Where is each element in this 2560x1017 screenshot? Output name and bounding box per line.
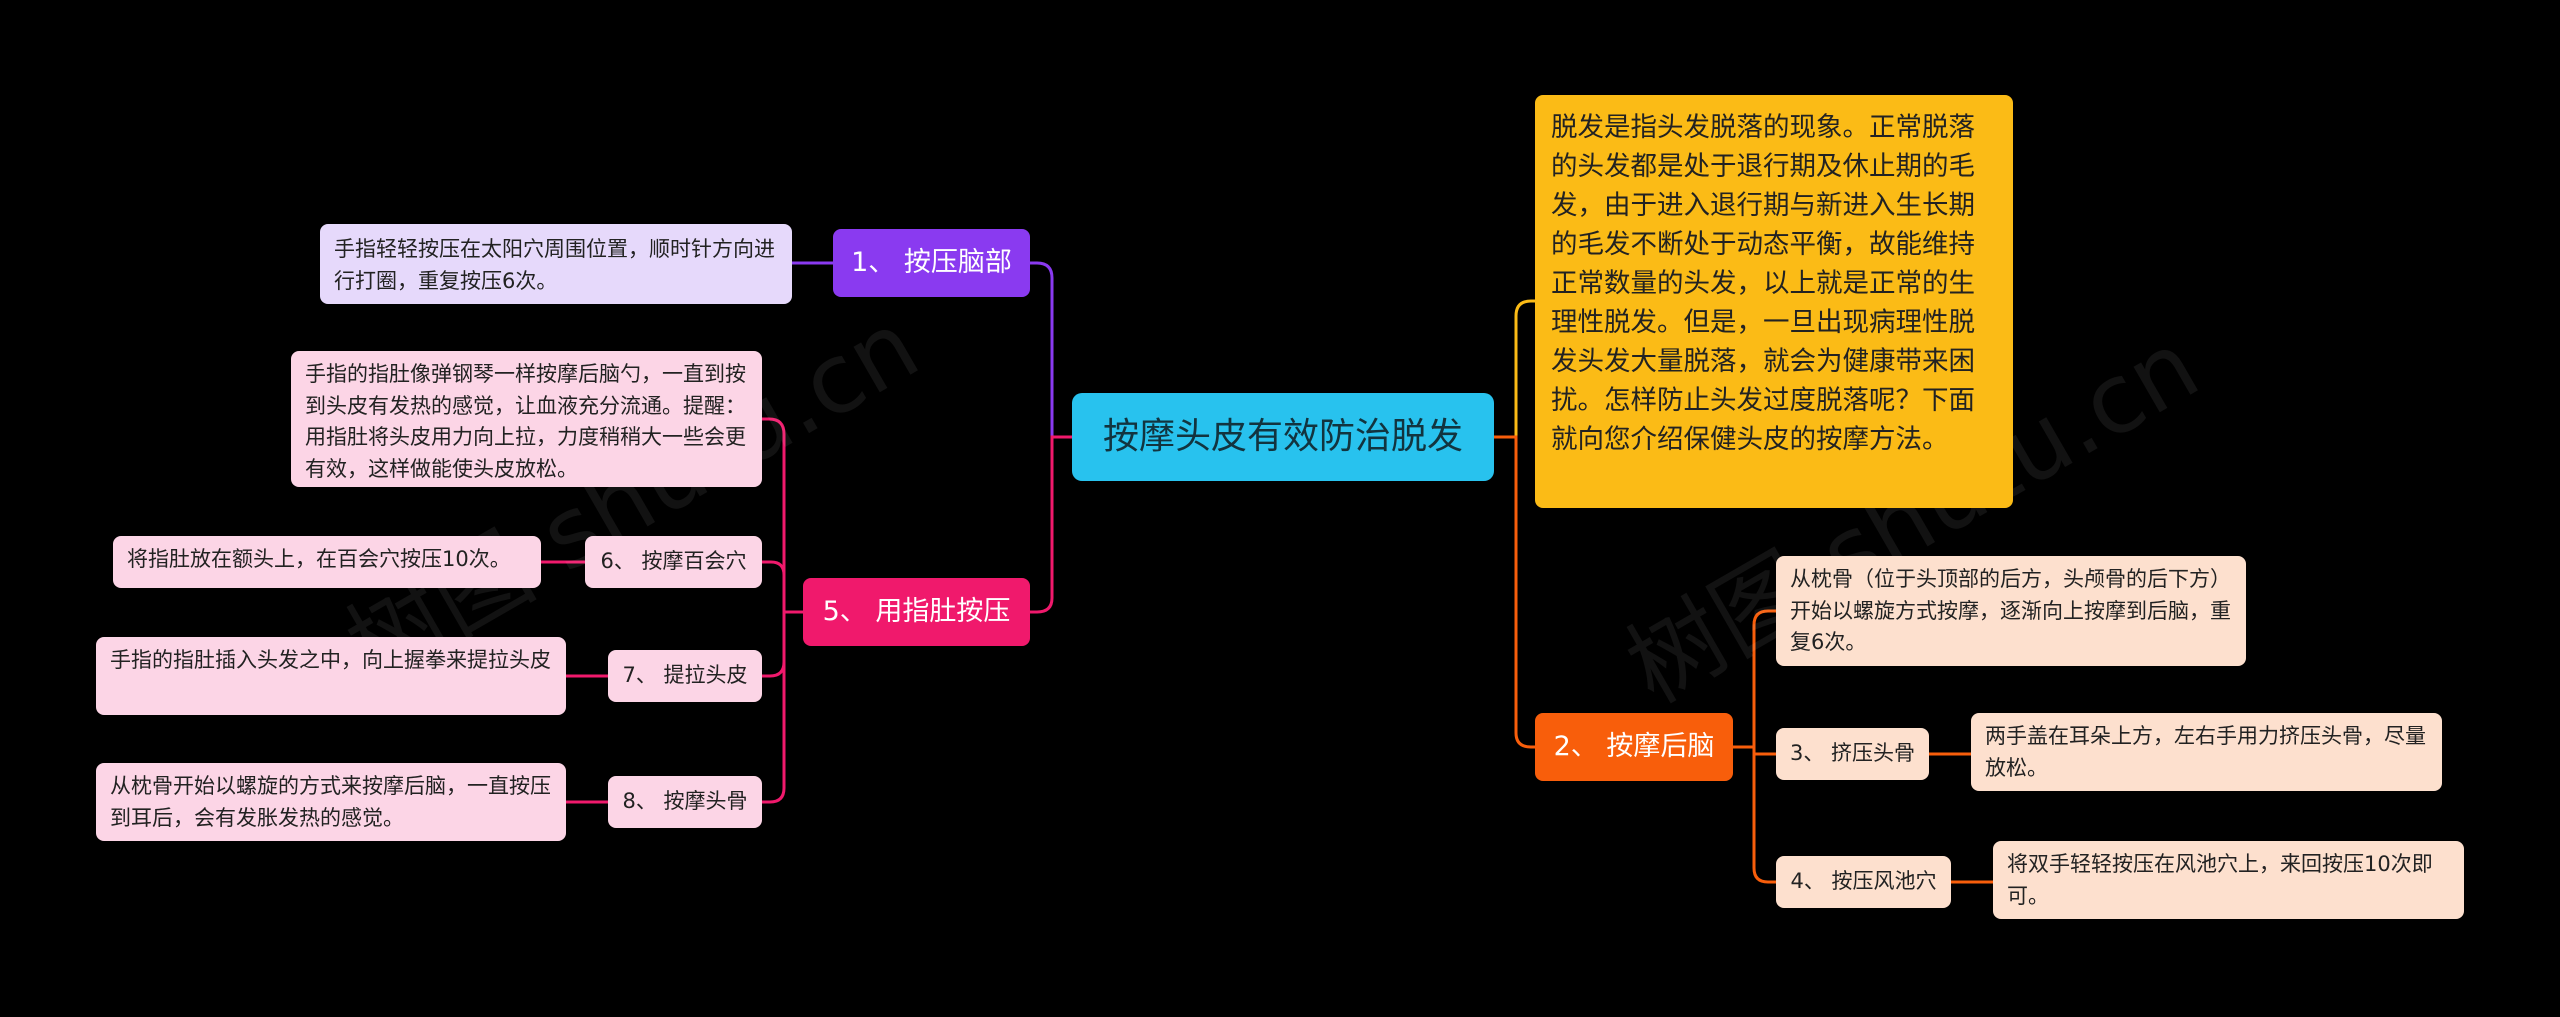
- sub-lift-scalp-detail[interactable]: 手指的指肚插入头发之中，向上握拳来提拉头皮: [96, 637, 566, 715]
- link-branch5-item7: [762, 612, 786, 678]
- link-branch2-item4: [1752, 747, 1776, 884]
- sub-massage-skull[interactable]: 8、 按摩头骨: [608, 776, 762, 828]
- sub-squeeze-skull-detail[interactable]: 两手盖在耳朵上方，左右手用力挤压头骨，尽量放松。: [1971, 713, 2442, 791]
- branch-fingertip-press-detail[interactable]: 手指的指肚像弹钢琴一样按摩后脑勺，一直到按到头皮有发热的感觉，让血液充分流通。提…: [291, 351, 762, 487]
- branch-fingertip-press[interactable]: 5、 用指肚按压: [803, 578, 1030, 646]
- intro-text-box[interactable]: 脱发是指头发脱落的现象。正常脱落的头发都是处于退行期及休止期的毛发，由于进入退行…: [1535, 95, 2013, 508]
- sub-fengchi-point[interactable]: 4、 按压风池穴: [1776, 856, 1951, 908]
- branch-massage-back-head-detail[interactable]: 从枕骨（位于头顶部的后方，头颅骨的后下方）开始以螺旋方式按摩，逐渐向上按摩到后脑…: [1776, 556, 2246, 666]
- branch-press-head[interactable]: 1、 按压脑部: [833, 229, 1030, 297]
- link-center-branch1: [1030, 261, 1072, 439]
- sub-baihui-point-detail[interactable]: 将指肚放在额头上，在百会穴按压10次。: [113, 536, 541, 588]
- sub-lift-scalp[interactable]: 7、 提拉头皮: [608, 650, 762, 702]
- link-center-branch2: [1494, 435, 1535, 749]
- link-center-intro: [1494, 299, 1535, 439]
- link-branch5-item8: [762, 612, 786, 804]
- sub-squeeze-skull[interactable]: 3、 挤压头骨: [1776, 728, 1929, 780]
- sub-fengchi-point-detail[interactable]: 将双手轻轻按压在风池穴上，来回按压10次即可。: [1993, 841, 2464, 919]
- sub-baihui-point[interactable]: 6、 按摩百会穴: [585, 536, 762, 588]
- link-branch5-item6: [762, 560, 786, 612]
- link-branch2-detail: [1752, 609, 1776, 747]
- branch-massage-back-head[interactable]: 2、 按摩后脑: [1535, 713, 1733, 781]
- sub-massage-skull-detail[interactable]: 从枕骨开始以螺旋的方式来按摩后脑，一直按压到耳后，会有发胀发热的感觉。: [96, 763, 566, 841]
- link-branch5-detail: [762, 417, 786, 612]
- branch-press-head-detail[interactable]: 手指轻轻按压在太阳穴周围位置，顺时针方向进行打圈，重复按压6次。: [320, 224, 792, 304]
- link-branch2-item3: [1752, 747, 1776, 756]
- central-topic[interactable]: 按摩头皮有效防治脱发: [1072, 393, 1494, 481]
- link-center-branch5: [1030, 435, 1072, 614]
